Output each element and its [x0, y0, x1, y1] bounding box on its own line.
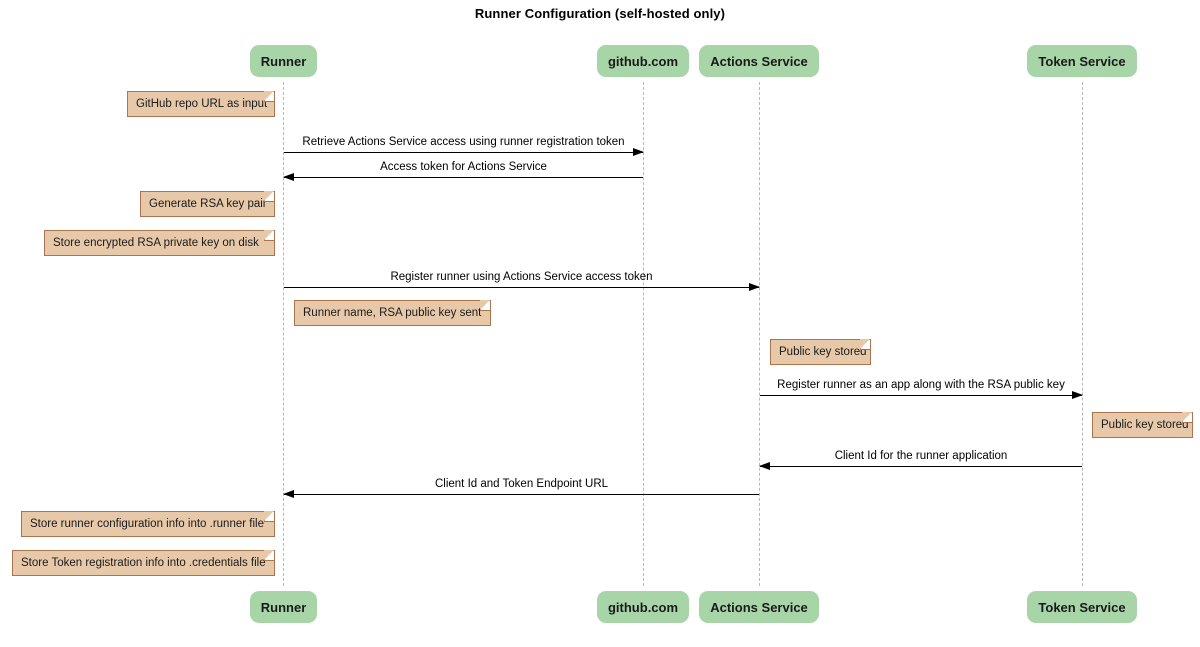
note-folded-corner-icon [480, 300, 490, 311]
message-arrow-m1 [284, 147, 644, 156]
note-text: Store runner configuration info into .ru… [30, 518, 264, 530]
note-n8: Store Token registration info into .cred… [12, 550, 275, 576]
note-text: Store encrypted RSA private key on disk [53, 237, 259, 249]
arrowhead-icon [633, 147, 644, 156]
message-label-m1: Retrieve Actions Service access using ru… [302, 136, 625, 148]
note-text: Public key stored [1101, 419, 1189, 431]
participant-github-top[interactable]: github.com [597, 45, 689, 77]
note-n3: Store encrypted RSA private key on disk [44, 230, 275, 256]
participant-label: github.com [607, 599, 679, 615]
message-label-m2: Access token for Actions Service [380, 161, 547, 173]
arrowhead-icon [283, 172, 294, 181]
message-arrow-m2 [283, 172, 643, 181]
participant-actions-bottom[interactable]: Actions Service [699, 591, 819, 623]
participant-label: github.com [607, 53, 679, 69]
participant-github-bottom[interactable]: github.com [597, 591, 689, 623]
participant-runner-top[interactable]: Runner [250, 45, 317, 77]
note-n2: Generate RSA key pair [140, 191, 275, 217]
note-folded-corner-icon [264, 230, 274, 241]
page-title: Runner Configuration (self-hosted only) [474, 6, 726, 21]
message-arrow-m4 [760, 390, 1083, 399]
lifeline-actions [759, 82, 760, 586]
note-n4: Runner name, RSA public key sent [294, 300, 491, 326]
note-n6: Public key stored [1092, 412, 1193, 438]
arrowhead-icon [759, 461, 770, 470]
arrowhead-icon [1072, 390, 1083, 399]
participant-label: Runner [260, 53, 307, 69]
message-label-m3: Register runner using Actions Service ac… [390, 271, 653, 283]
note-folded-corner-icon [264, 91, 274, 102]
participant-label: Token Service [1038, 599, 1126, 615]
note-folded-corner-icon [1182, 412, 1192, 423]
lifeline-runner [283, 82, 284, 586]
participant-label: Token Service [1038, 53, 1126, 69]
note-text: Public key stored [779, 346, 867, 358]
message-label-m6: Client Id and Token Endpoint URL [434, 478, 609, 490]
note-n5: Public key stored [770, 339, 871, 365]
note-n1: GitHub repo URL as input [127, 91, 275, 117]
participant-runner-bottom[interactable]: Runner [250, 591, 317, 623]
note-n7: Store runner configuration info into .ru… [21, 511, 275, 537]
lifeline-token [1082, 82, 1083, 586]
note-text: Generate RSA key pair [149, 198, 267, 210]
message-label-m5: Client Id for the runner application [834, 450, 1008, 462]
note-folded-corner-icon [264, 550, 274, 561]
participant-token-top[interactable]: Token Service [1027, 45, 1137, 77]
note-folded-corner-icon [860, 339, 870, 350]
note-text: GitHub repo URL as input [136, 98, 268, 110]
participant-label: Runner [260, 599, 307, 615]
message-arrow-m6 [283, 489, 759, 498]
message-arrow-m5 [759, 461, 1082, 470]
message-label-m4: Register runner as an app along with the… [777, 379, 1065, 391]
participant-token-bottom[interactable]: Token Service [1027, 591, 1137, 623]
participant-label: Actions Service [710, 599, 808, 615]
message-arrow-m3 [284, 282, 760, 291]
arrowhead-icon [283, 489, 294, 498]
arrowhead-icon [749, 282, 760, 291]
note-text: Store Token registration info into .cred… [21, 557, 266, 569]
note-folded-corner-icon [264, 511, 274, 522]
participant-actions-top[interactable]: Actions Service [699, 45, 819, 77]
note-text: Runner name, RSA public key sent [303, 307, 482, 319]
lifeline-github [643, 82, 644, 586]
participant-label: Actions Service [710, 53, 808, 69]
note-folded-corner-icon [264, 191, 274, 202]
